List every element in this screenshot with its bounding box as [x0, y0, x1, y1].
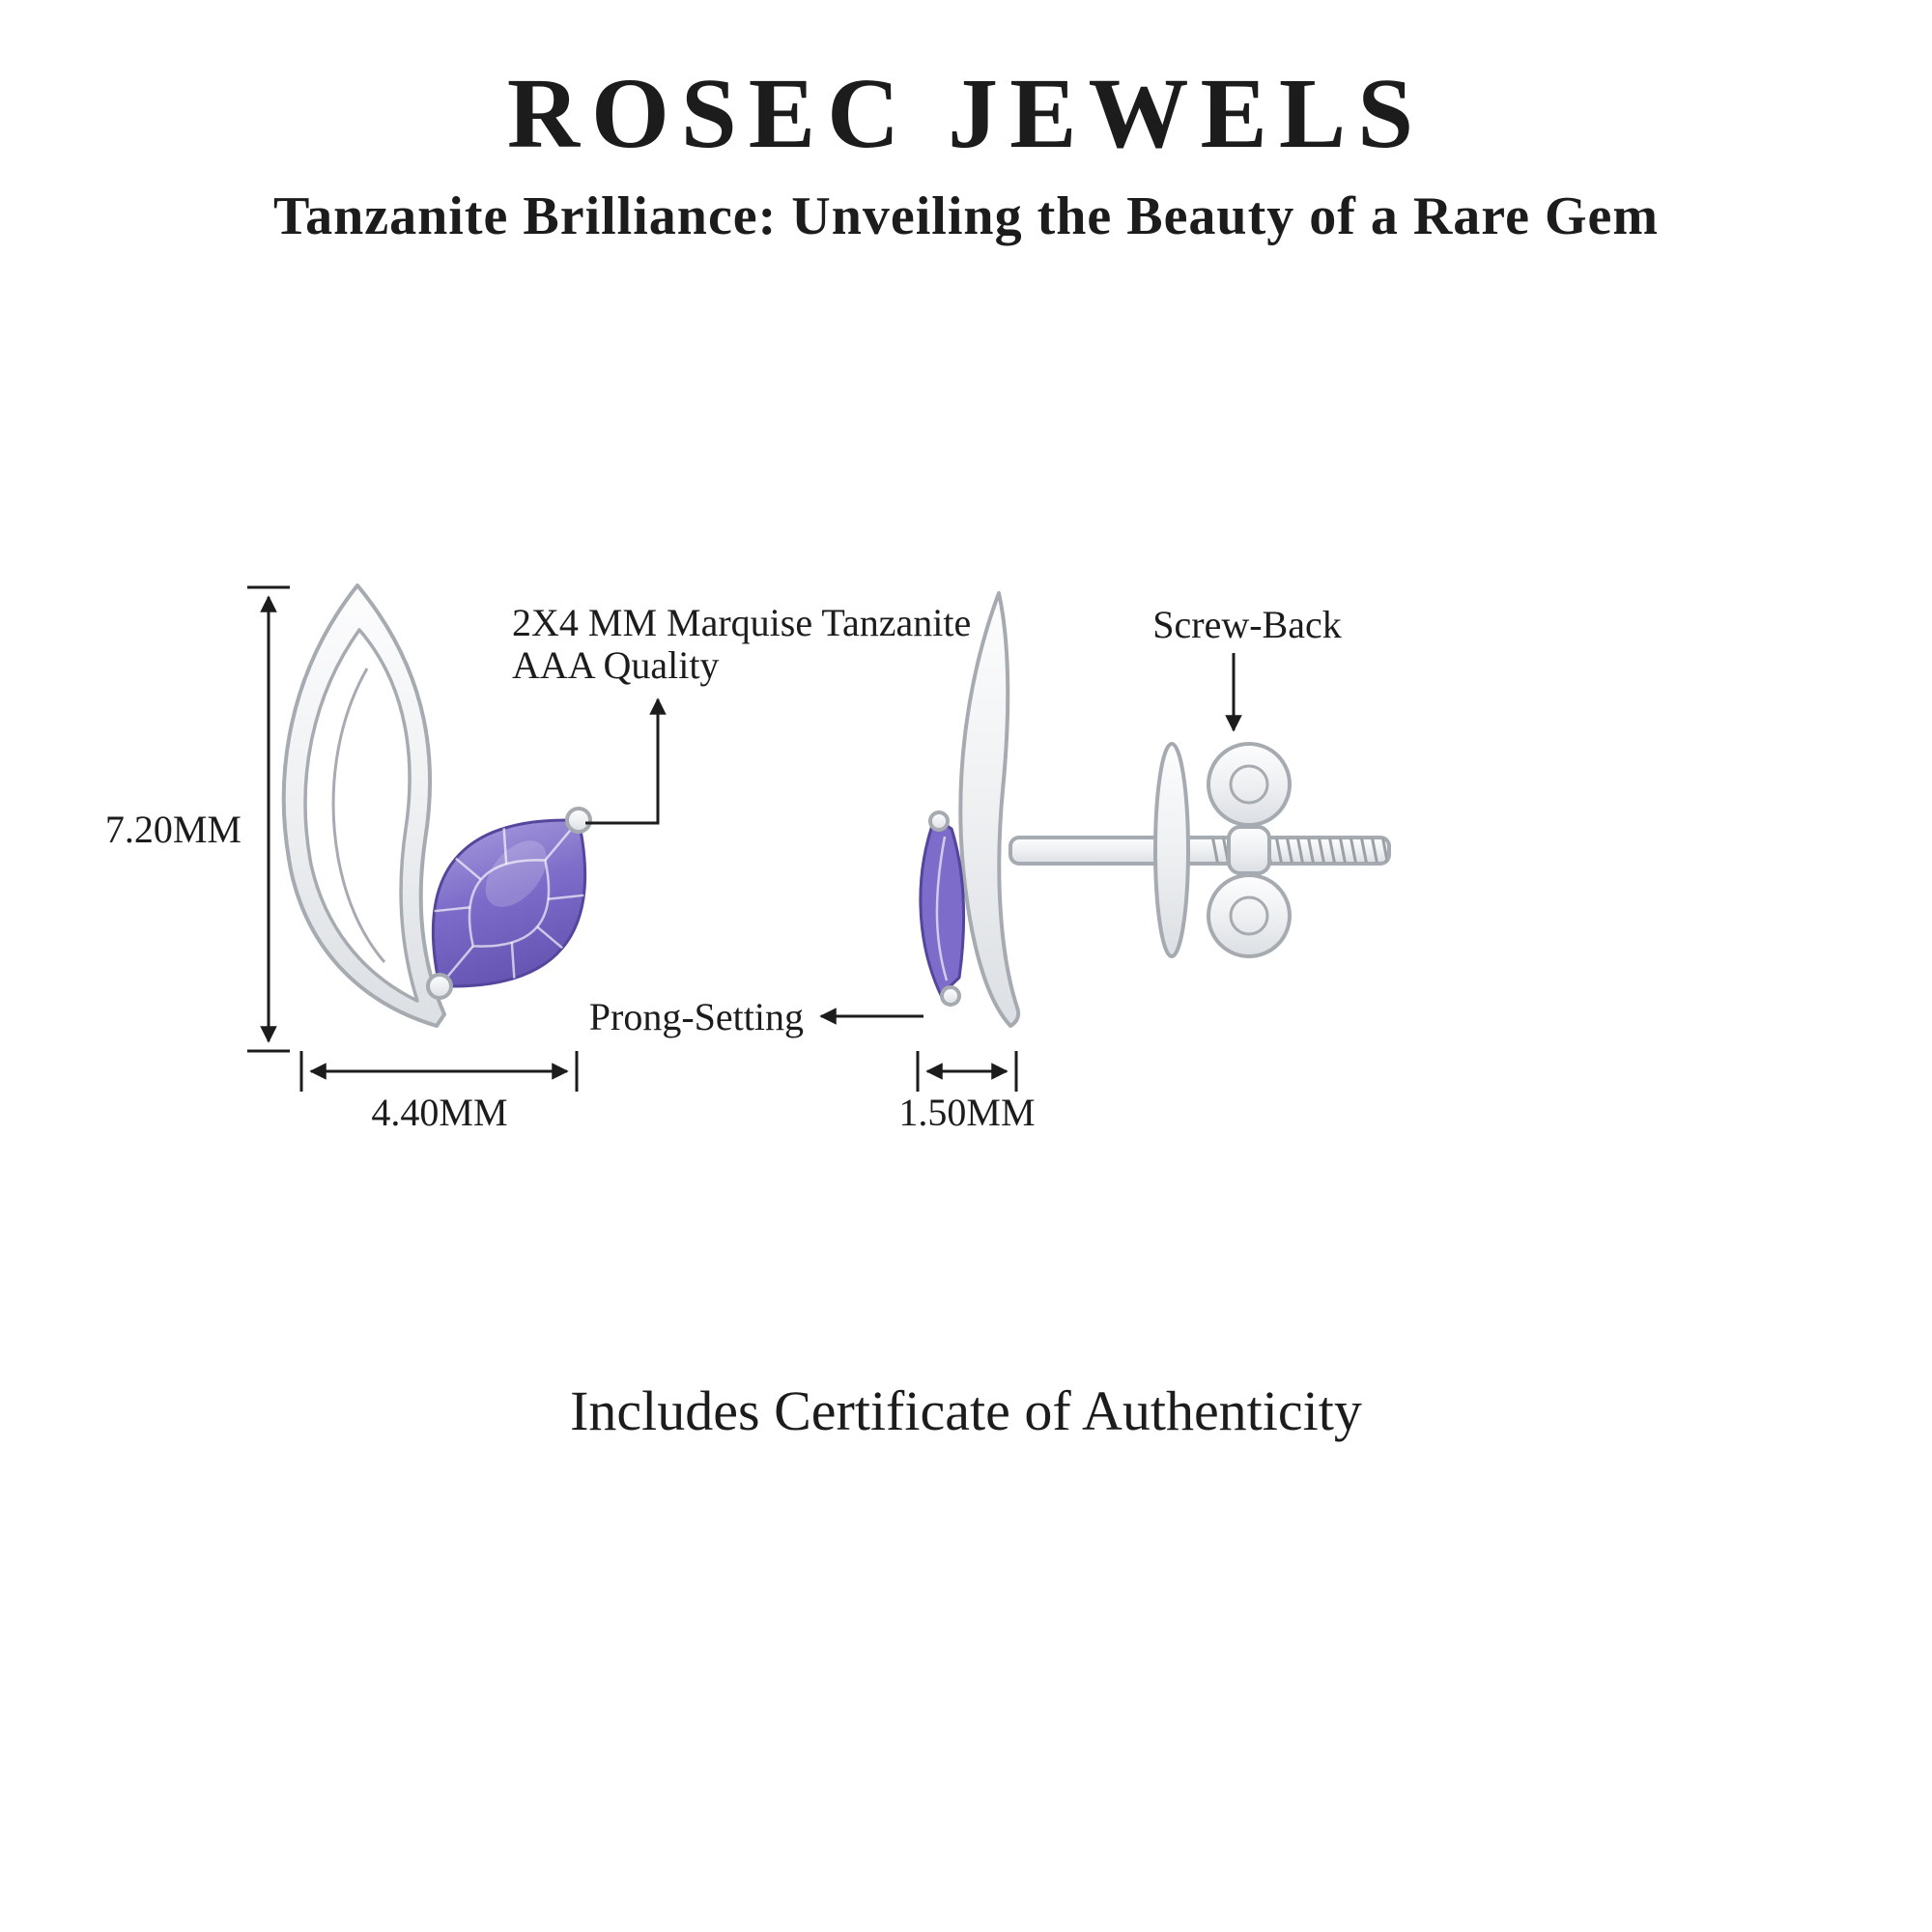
product-subtitle: Tanzanite Brilliance: Unveiling the Beau…: [273, 186, 1659, 246]
earring-flame-inner-line: [331, 668, 386, 963]
side-prong-bottom: [940, 985, 961, 1007]
dimension-height: 7.20MM: [105, 585, 290, 1053]
clutch-plate: [1153, 742, 1190, 958]
prong-ball-top: [565, 807, 592, 834]
side-prong-top: [928, 810, 950, 832]
screwback-loop-bottom: [1207, 873, 1292, 958]
screwback-callout-label: Screw-Back: [1152, 603, 1341, 646]
clutch-grip: [1227, 825, 1271, 875]
height-value: 7.20MM: [105, 808, 242, 851]
screwback-loop-bottom-inner: [1229, 895, 1269, 936]
callout-screwback: Screw-Back: [1152, 603, 1342, 732]
certificate-note: Includes Certificate of Authenticity: [570, 1379, 1362, 1442]
prong-callout-label: Prong-Setting: [589, 995, 804, 1038]
dimension-width: 4.40MM: [299, 1051, 579, 1134]
gem-highlight: [485, 840, 547, 907]
side-view-illustration: [919, 591, 1391, 1028]
callout-gem: 2X4 MM Marquise Tanzanite AAA Quality: [512, 601, 971, 825]
earring-flame-cutout: [303, 628, 419, 1003]
brand-title: ROSEC JEWELS: [507, 58, 1425, 169]
gem-callout-line1: 2X4 MM Marquise Tanzanite: [512, 601, 971, 644]
gem-callout-line2: AAA Quality: [512, 643, 719, 687]
front-view-illustration: [281, 583, 592, 1028]
screwback-loop-top-inner: [1229, 764, 1269, 805]
depth-value: 1.50MM: [898, 1091, 1035, 1134]
gem-side-highlight: [935, 836, 949, 981]
screwback-loop-top: [1207, 742, 1292, 827]
width-value: 4.40MM: [371, 1091, 507, 1134]
prong-ball-bottom: [426, 973, 453, 1000]
side-profile-blade: [958, 591, 1021, 1028]
callout-prong: Prong-Setting: [589, 995, 923, 1038]
dimension-depth: 1.50MM: [898, 1051, 1036, 1134]
